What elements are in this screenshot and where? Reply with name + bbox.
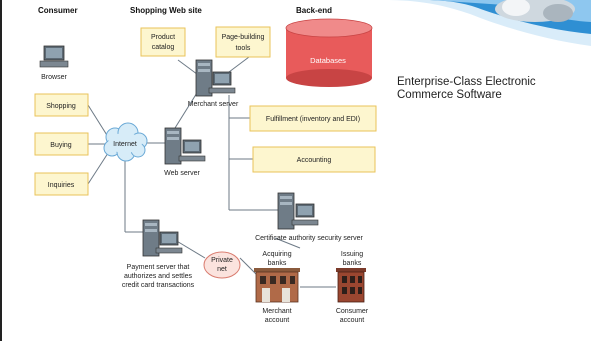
private-net-label-1: Private <box>211 257 233 264</box>
merchant-account-label-1: Merchant <box>262 308 291 315</box>
slide-caption-line-1: Enterprise-Class Electronic <box>397 76 536 88</box>
consumer-inquiries-box: Inquiries <box>34 172 89 196</box>
consumer-buying-box: Buying <box>34 132 89 156</box>
consumer-buying-label: Buying <box>50 142 72 149</box>
consumer-account-label-2: account <box>340 317 365 324</box>
payment-server-label-2: authorizes and settles <box>124 273 193 280</box>
consumer-account-label-1: Consumer <box>336 308 369 315</box>
product-catalog-label-1: Product <box>151 34 175 41</box>
slide-caption: Enterprise-Class Electronic Commerce Sof… <box>397 76 587 102</box>
payment-server-icon <box>142 219 183 257</box>
payment-server-label-1: Payment server that <box>127 264 190 271</box>
product-catalog-label-2: catalog <box>152 44 175 51</box>
header-consumer: Consumer <box>38 6 78 15</box>
header-shopping-web-site: Shopping Web site <box>130 6 202 15</box>
database-label: Databases <box>310 56 346 65</box>
issuing-banks-label-2: banks <box>343 260 362 267</box>
internet-cloud-icon: Internet <box>103 122 148 162</box>
page-building-tools-box: Page-building tools <box>215 26 271 58</box>
acquiring-banks-label-1: Acquiring <box>262 251 291 258</box>
header-back-end: Back-end <box>296 6 332 15</box>
accounting-box: Accounting <box>252 146 376 173</box>
merchant-bank-building-icon <box>254 268 300 303</box>
browser-label: Browser <box>41 74 67 81</box>
slide-left-border <box>0 0 2 341</box>
browser-computer-icon <box>39 45 69 68</box>
fulfillment-box: Fulfillment (inventory and EDI) <box>249 105 377 132</box>
consumer-inquiries-label: Inquiries <box>48 182 75 189</box>
private-net-ellipse: Private net <box>203 251 241 279</box>
consumer-shopping-label: Shopping <box>46 103 76 110</box>
accounting-label: Accounting <box>297 157 332 164</box>
payment-server-label-3: credit card transactions <box>122 282 195 289</box>
merchant-server-label: Merchant server <box>188 101 239 108</box>
consumer-bank-building-icon <box>336 268 366 303</box>
web-server-label: Web server <box>164 170 200 177</box>
page-building-label-1: Page-building <box>222 34 265 41</box>
product-catalog-box: Product catalog <box>140 27 186 57</box>
private-net-label-2: net <box>217 266 227 273</box>
page-building-label-2: tools <box>236 45 251 52</box>
slide-caption-line-2: Commerce Software <box>397 89 502 101</box>
database-cylinder-icon: Databases <box>285 18 373 87</box>
merchant-account-label-2: account <box>265 317 290 324</box>
consumer-shopping-box: Shopping <box>34 93 89 117</box>
web-server-icon <box>164 127 206 165</box>
issuing-banks-label-1: Issuing <box>341 251 363 258</box>
merchant-server-icon <box>195 59 236 97</box>
decorative-banner <box>380 0 591 46</box>
internet-label: Internet <box>113 141 137 148</box>
certificate-server-icon <box>277 192 319 230</box>
certificate-server-label: Certificate authority security server <box>255 235 363 242</box>
fulfillment-label: Fulfillment (inventory and EDI) <box>266 116 360 123</box>
acquiring-banks-label-2: banks <box>268 260 287 267</box>
